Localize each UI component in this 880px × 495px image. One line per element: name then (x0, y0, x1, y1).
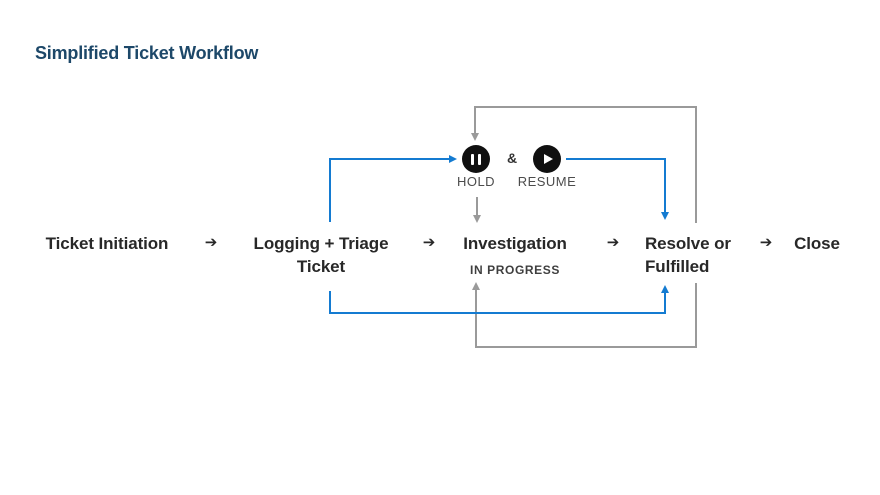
step-label-line2: Fulfilled (645, 257, 710, 276)
triage-to-hold-connector (329, 155, 457, 222)
flow-arrow-icon: ➔ (422, 233, 436, 251)
hold-to-investigation-connector (473, 197, 481, 223)
step-label: Ticket Initiation (45, 234, 169, 253)
step-label-line2: Ticket (296, 257, 346, 276)
reopen-connector (472, 282, 697, 348)
flow-arrow-icon: ➔ (606, 233, 620, 251)
step-resolve-fulfilled: Resolve or Fulfilled (645, 232, 785, 278)
page-title: Simplified Ticket Workflow (35, 43, 259, 63)
step-logging-triage: Logging + Triage Ticket (231, 232, 411, 278)
hold-label: HOLD (456, 174, 496, 189)
step-investigation: Investigation IN PROGRESS (425, 232, 605, 282)
resume-to-resolve-connector (566, 158, 669, 220)
step-label: Close (794, 234, 840, 253)
play-icon (544, 154, 553, 164)
step-label: Resolve or (645, 234, 731, 253)
resume-icon (533, 145, 561, 173)
status-badge: IN PROGRESS (470, 263, 560, 277)
step-label: Investigation (463, 234, 567, 253)
step-ticket-initiation: Ticket Initiation (17, 232, 197, 255)
flow-arrow-icon: ➔ (204, 233, 218, 251)
ampersand-separator: & (506, 150, 518, 166)
triage-to-resolve-connector (329, 285, 669, 314)
step-label: Logging + Triage (253, 234, 389, 253)
step-close: Close (777, 232, 857, 255)
flow-arrow-icon: ➔ (759, 233, 773, 251)
hold-icon (462, 145, 490, 173)
pause-icon (469, 153, 483, 165)
resume-label: RESUME (517, 174, 577, 189)
